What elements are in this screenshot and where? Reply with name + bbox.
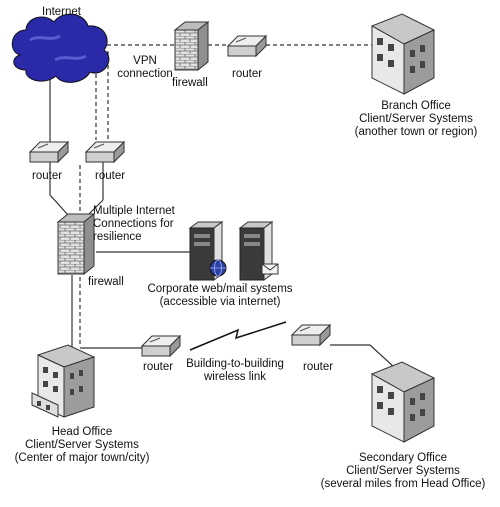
building-icon [31,344,96,418]
internet-label: Internet [42,6,81,18]
multiple-connections-line2: Connections for [93,218,174,230]
corporate-systems-label: Corporate web/mail systems (accessible v… [140,283,300,309]
router-icon [85,141,125,163]
link-router-right-firewall [87,199,104,216]
firewall-icon [173,20,210,72]
router-left-label: router [32,170,63,182]
router-icon [227,35,267,57]
multiple-connections-line1: Multiple Internet [93,205,175,217]
router-right-label: router [95,170,126,182]
branch-office-line1: Branch Office [381,100,451,112]
router-branch-label: router [232,68,263,80]
secondary-office-line3: (several miles from Head Office) [320,478,486,490]
firewall-main-label: firewall [88,276,124,288]
wireless-link-line2: wireless link [204,371,266,383]
router-icon [291,324,331,346]
server-icon [238,221,274,281]
firewall-top-label: firewall [172,77,208,89]
head-office-label: Head Office Client/Server Systems (Cente… [2,426,162,465]
vpn-label-line1: VPN [133,55,157,67]
link-router-left-firewall [49,194,69,216]
building-icon [370,13,436,95]
firewall-icon [56,212,96,276]
corporate-systems-line2: (accessible via internet) [159,296,281,308]
branch-office-line2: Client/Server Systems [359,113,473,125]
wireless-link-label: Building-to-building wireless link [175,358,295,384]
vpn-label-line2: connection [117,68,173,80]
mail-icon [261,263,279,275]
lightning-icon [189,321,287,351]
multiple-connections-line3: resilience [93,231,142,243]
router-icon [29,141,69,163]
head-office-line1: Head Office [51,426,113,438]
corporate-systems-line1: Corporate web/mail systems [147,283,293,295]
router-head-label: router [143,361,174,373]
connection-lines [49,44,396,369]
secondary-office-line2: Client/Server Systems [346,465,460,477]
cloud-icon [11,13,110,83]
multiple-connections-label: Multiple Internet Connections for resili… [93,205,175,244]
building-icon [370,361,436,443]
head-office-line3: (Center of major town/city) [14,452,150,464]
head-office-line2: Client/Server Systems [25,439,139,451]
globe-icon [209,259,227,277]
branch-office-label: Branch Office Client/Server Systems (ano… [346,100,486,139]
secondary-office-line1: Secondary Office [358,452,447,464]
branch-office-line3: (another town or region) [354,126,478,138]
wireless-link-line1: Building-to-building [186,358,284,370]
link-router-secondary-2 [369,344,396,369]
router-icon [141,335,181,357]
secondary-office-label: Secondary Office Client/Server Systems (… [310,452,496,491]
vpn-label: VPN connection [115,55,175,81]
router-secondary-label: router [303,361,334,373]
